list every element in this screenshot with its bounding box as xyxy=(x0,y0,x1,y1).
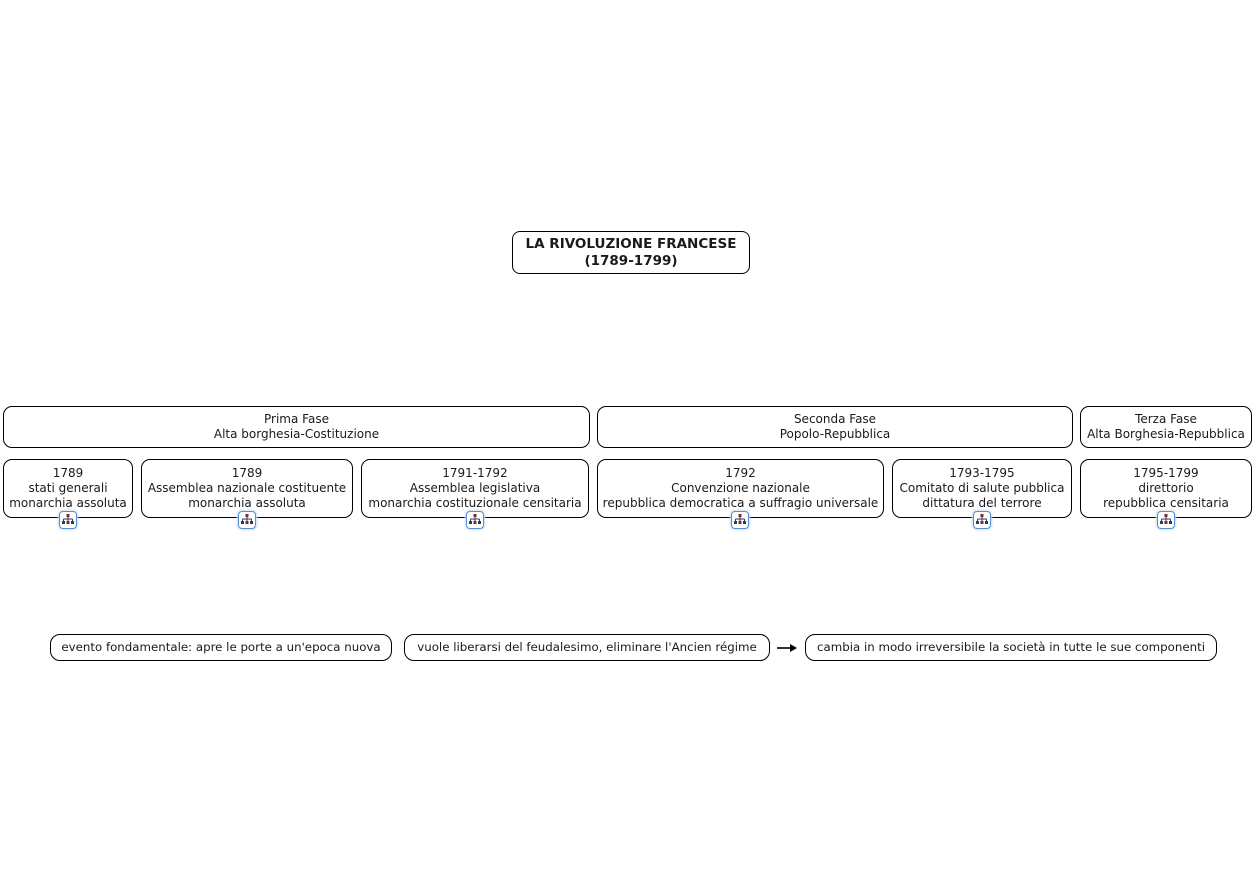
subtree-expand-icon[interactable] xyxy=(731,511,749,529)
phase-name: Prima Fase xyxy=(264,412,329,426)
note-text: evento fondamentale: apre le porte a un'… xyxy=(61,640,381,654)
subtree-expand-icon[interactable] xyxy=(973,511,991,529)
org-chart-glyph xyxy=(734,514,746,524)
phase-pair: Popolo-Repubblica xyxy=(779,427,891,441)
org-chart-glyph xyxy=(241,514,253,524)
note-node-evento-fondamentale[interactable]: evento fondamentale: apre le porte a un'… xyxy=(50,634,392,661)
stage-years: 1791-1792 xyxy=(442,466,508,480)
note-node-feudalesimo[interactable]: vuole liberarsi del feudalesimo, elimina… xyxy=(404,634,770,661)
stage-institution: Assemblea legislativa xyxy=(409,481,541,495)
title-line2: (1789-1799) xyxy=(584,252,678,269)
stage-node-comitato-salute-pubblica[interactable]: 1793-1795 Comitato di salute pubblica di… xyxy=(892,459,1072,518)
stage-regime: repubblica democratica a suffragio unive… xyxy=(602,496,879,510)
note-text: vuole liberarsi del feudalesimo, elimina… xyxy=(417,640,757,654)
stage-node-assemblea-costituente[interactable]: 1789 Assemblea nazionale costituente mon… xyxy=(141,459,353,518)
stage-node-convenzione-nazionale[interactable]: 1792 Convenzione nazionale repubblica de… xyxy=(597,459,884,518)
phase-name: Terza Fase xyxy=(1135,412,1197,426)
stage-regime: monarchia assoluta xyxy=(9,496,127,510)
stage-years: 1792 xyxy=(725,466,756,480)
phase-node-terza-fase[interactable]: Terza Fase Alta Borghesia-Repubblica xyxy=(1080,406,1252,448)
phase-pair: Alta Borghesia-Repubblica xyxy=(1087,427,1245,441)
stage-institution: stati generali xyxy=(28,481,108,495)
stage-regime: monarchia costituzionale censitaria xyxy=(368,496,582,510)
subtree-expand-icon[interactable] xyxy=(238,511,256,529)
stage-regime: repubblica censitaria xyxy=(1103,496,1229,510)
phase-pair: Alta borghesia-Costituzione xyxy=(213,427,380,441)
subtree-expand-icon[interactable] xyxy=(466,511,484,529)
stage-institution: Assemblea nazionale costituente xyxy=(147,481,347,495)
stage-regime: dittatura del terrore xyxy=(922,496,1042,510)
stage-years: 1789 xyxy=(231,466,263,480)
right-arrow-icon xyxy=(774,641,800,655)
note-node-cambia-societa[interactable]: cambia in modo irreversibile la società … xyxy=(805,634,1217,661)
stage-node-stati-generali[interactable]: 1789 stati generali monarchia assoluta xyxy=(3,459,133,518)
org-chart-glyph xyxy=(1160,514,1172,524)
phase-node-seconda-fase[interactable]: Seconda Fase Popolo-Repubblica xyxy=(597,406,1073,448)
subtree-expand-icon[interactable] xyxy=(1157,511,1175,529)
root-node-title[interactable]: LA RIVOLUZIONE FRANCESE (1789-1799) xyxy=(512,231,750,274)
stage-institution: direttorio xyxy=(1138,481,1194,495)
stage-node-assemblea-legislativa[interactable]: 1791-1792 Assemblea legislativa monarchi… xyxy=(361,459,589,518)
title-line1: LA RIVOLUZIONE FRANCESE xyxy=(525,235,737,252)
stage-institution: Comitato di salute pubblica xyxy=(899,481,1065,495)
stage-node-direttorio[interactable]: 1795-1799 direttorio repubblica censitar… xyxy=(1080,459,1252,518)
stage-years: 1795-1799 xyxy=(1133,466,1199,480)
note-text: cambia in modo irreversibile la società … xyxy=(817,640,1205,654)
subtree-expand-icon[interactable] xyxy=(59,511,77,529)
phase-node-prima-fase[interactable]: Prima Fase Alta borghesia-Costituzione xyxy=(3,406,590,448)
org-chart-glyph xyxy=(469,514,481,524)
org-chart-glyph xyxy=(62,514,74,524)
stage-years: 1789 xyxy=(52,466,84,480)
stage-regime: monarchia assoluta xyxy=(188,496,306,510)
phase-name: Seconda Fase xyxy=(793,412,877,426)
stage-years: 1793-1795 xyxy=(949,466,1015,480)
stage-institution: Convenzione nazionale xyxy=(671,481,810,495)
org-chart-glyph xyxy=(976,514,988,524)
